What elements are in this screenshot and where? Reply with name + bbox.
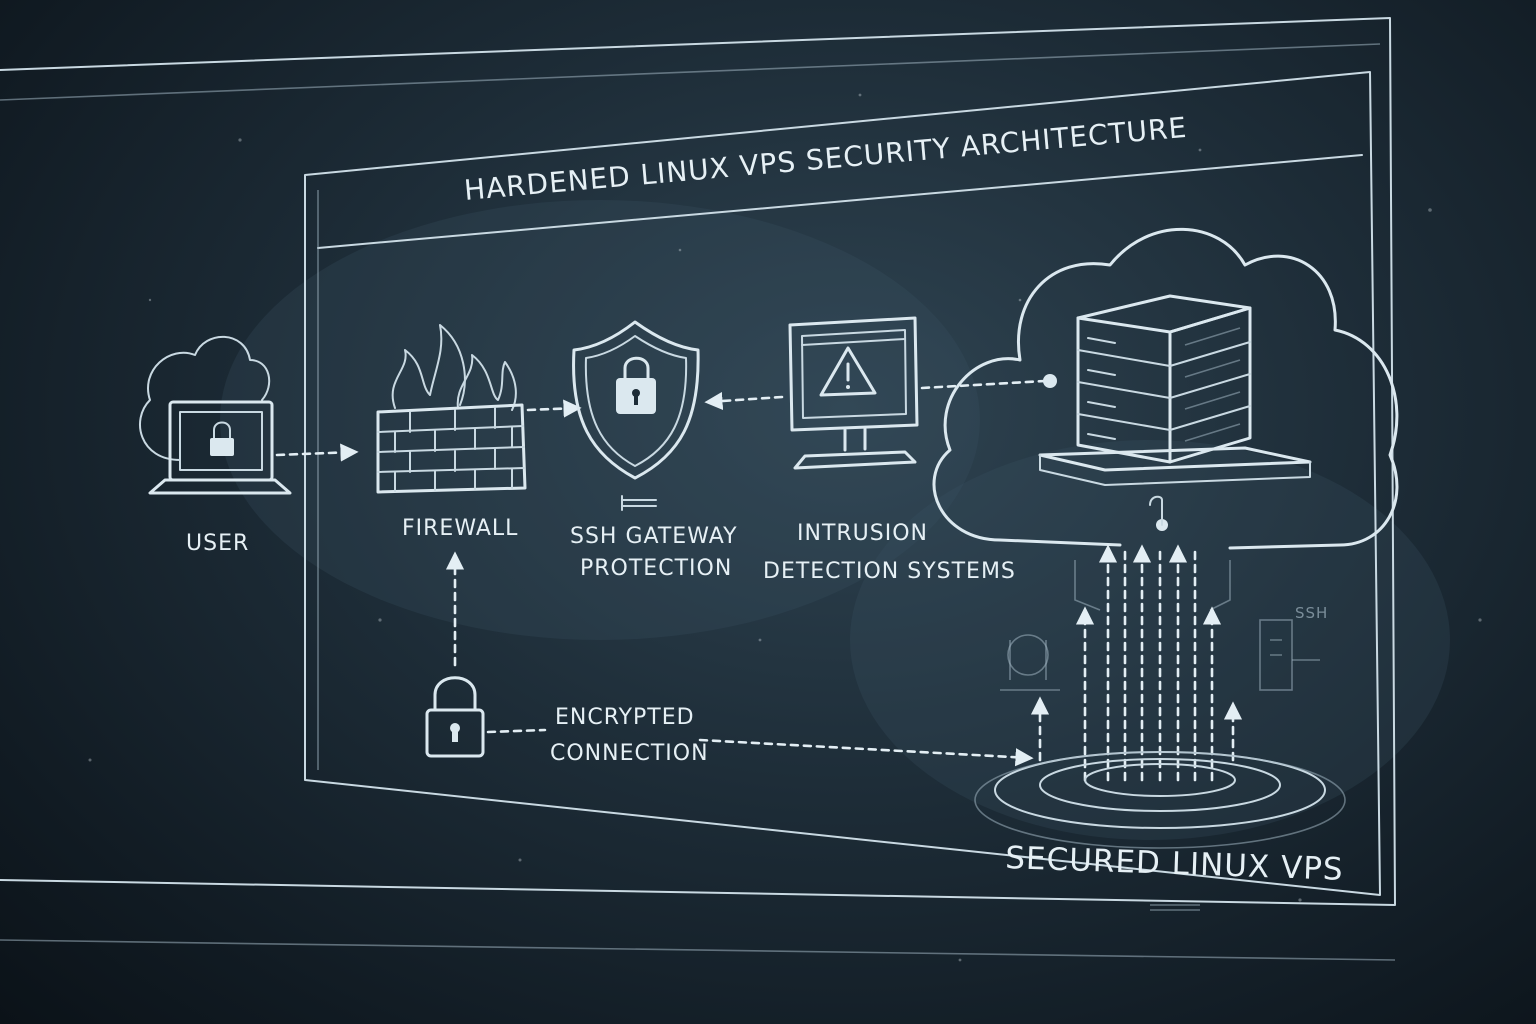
encrypted-label-line1: ENCRYPTED — [555, 705, 695, 730]
user-node: USER — [139, 335, 292, 556]
firewall-label: FIREWALL — [402, 516, 518, 541]
ssh-label-line1: SSH GATEWAY — [570, 524, 738, 549]
vps-platform — [974, 751, 1346, 849]
inner-frame — [304, 71, 1381, 896]
vps-data-streams — [1030, 544, 1243, 782]
cloud-icon — [932, 227, 1399, 550]
arrow-ids-to-ssh — [704, 391, 784, 411]
laptop-icon — [148, 400, 292, 495]
faint-sketch-right: SSH — [1259, 604, 1328, 691]
faint-sketch-left — [1000, 634, 1060, 691]
link-ids-to-server — [920, 379, 1047, 390]
ids-label-line2: DETECTION SYSTEMS — [763, 559, 1016, 584]
intrusion-detection-node: INTRUSION DETECTION SYSTEMS — [763, 316, 1016, 584]
link-endpoint — [1043, 374, 1057, 388]
encrypted-link-start — [486, 728, 547, 734]
padlock-icon — [425, 676, 485, 758]
user-label: USER — [186, 531, 249, 556]
firewall-icon — [376, 403, 527, 494]
ids-label-line1: INTRUSION — [797, 521, 928, 546]
warning-icon — [819, 346, 877, 397]
vps-label: SECURED LINUX VPS — [1005, 840, 1344, 888]
flame-icon — [391, 324, 517, 411]
ssh-gateway-node: SSH GATEWAY PROTECTION — [570, 320, 738, 581]
ssh-label-line2: PROTECTION — [580, 556, 732, 581]
ssh-faint-label: SSH — [1295, 604, 1328, 622]
shield-icon — [572, 320, 700, 480]
arrow-encrypted-to-vps — [698, 738, 1034, 767]
arrow-firewall-to-ssh — [526, 399, 582, 418]
padlock-icon — [616, 356, 656, 414]
lock-icon — [210, 421, 234, 456]
encrypted-connection-node: ENCRYPTED CONNECTION — [425, 676, 1034, 767]
arrow-user-to-firewall — [275, 443, 359, 462]
encrypted-label-line2: CONNECTION — [550, 741, 709, 766]
server-stack-icon — [1038, 294, 1312, 486]
monitor-icon — [788, 316, 919, 470]
firewall-node: FIREWALL — [376, 324, 527, 541]
secured-vps-node — [932, 227, 1399, 550]
cloud-icon — [139, 335, 271, 461]
